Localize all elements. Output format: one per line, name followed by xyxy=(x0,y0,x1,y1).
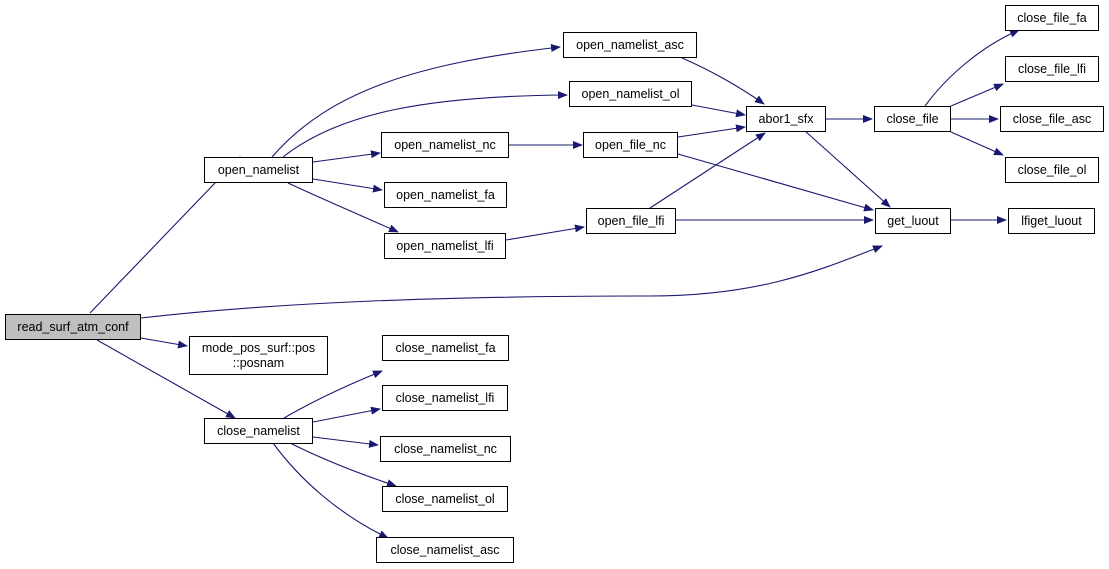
node-close-file[interactable]: close_file xyxy=(874,106,951,132)
node-close-namelist[interactable]: close_namelist xyxy=(204,418,313,444)
node-label: open_file_lfi xyxy=(597,213,665,228)
node-label-line-1: mode_pos_surf::pos xyxy=(201,340,316,355)
node-label: abor1_sfx xyxy=(758,111,814,126)
node-label: open_namelist_lfi xyxy=(396,238,494,253)
edge-open-namelist-to-open-namelist-nc xyxy=(312,150,381,163)
edge-open-file-nc-to-abor1-sfx xyxy=(677,124,746,138)
node-close-namelist-fa[interactable]: close_namelist_fa xyxy=(382,335,509,361)
node-label: close_namelist_fa xyxy=(395,340,496,355)
edge-open-namelist-to-open-namelist-asc xyxy=(271,44,561,158)
node-open-namelist[interactable]: open_namelist xyxy=(204,157,313,183)
node-label: open_namelist_ol xyxy=(581,86,680,101)
node-open-file-nc[interactable]: open_file_nc xyxy=(583,132,678,158)
node-label: close_namelist_asc xyxy=(390,542,500,557)
edge-read-surf-atm-conf-to-close-namelist xyxy=(96,339,236,419)
node-label: get_luout xyxy=(887,213,939,228)
edge-close-namelist-to-close-namelist-nc xyxy=(312,436,379,448)
node-label: open_namelist xyxy=(217,162,300,177)
node-close-file-lfi[interactable]: close_file_lfi xyxy=(1005,56,1099,82)
edge-open-file-nc-to-get-luout xyxy=(677,153,874,212)
node-read-surf-atm-conf[interactable]: read_surf_atm_conf xyxy=(5,314,141,340)
node-open-namelist-ol[interactable]: open_namelist_ol xyxy=(569,81,692,107)
edge-close-file-to-close-file-lfi xyxy=(950,83,1004,107)
node-open-file-lfi[interactable]: open_file_lfi xyxy=(586,208,676,234)
node-label: read_surf_atm_conf xyxy=(17,319,129,334)
node-mode-pos-surf-posnam[interactable]: mode_pos_surf::pos ::posnam xyxy=(189,336,328,375)
node-label: open_file_nc xyxy=(595,137,666,152)
edge-open-namelist-ol-to-abor1-sfx xyxy=(691,104,746,118)
node-label: open_namelist_nc xyxy=(394,137,496,152)
node-close-file-fa[interactable]: close_file_fa xyxy=(1005,5,1099,31)
edge-read-surf-atm-conf-to-open-namelist xyxy=(89,156,241,314)
node-open-namelist-lfi[interactable]: open_namelist_lfi xyxy=(384,233,506,259)
node-close-namelist-nc[interactable]: close_namelist_nc xyxy=(380,436,511,462)
node-label-line-2: ::posnam xyxy=(232,355,285,370)
node-label: close_file xyxy=(886,111,939,126)
node-label: close_file_asc xyxy=(1012,111,1092,126)
edge-read-surf-atm-conf-to-mode-pos-surf xyxy=(140,337,188,349)
edge-close-namelist-to-close-namelist-ol xyxy=(289,442,397,487)
node-label: close_namelist_nc xyxy=(394,441,497,456)
edge-close-file-to-close-file-fa xyxy=(924,29,1020,107)
node-abor1-sfx[interactable]: abor1_sfx xyxy=(746,106,826,132)
node-close-file-ol[interactable]: close_file_ol xyxy=(1005,157,1099,183)
node-get-luout[interactable]: get_luout xyxy=(875,208,951,234)
edge-close-namelist-to-close-namelist-asc xyxy=(272,442,389,539)
node-label: close_file_fa xyxy=(1017,10,1087,25)
node-label: close_namelist xyxy=(217,423,300,438)
edge-open-namelist-asc-to-abor1-sfx xyxy=(681,57,765,105)
node-close-file-asc[interactable]: close_file_asc xyxy=(1000,106,1104,132)
edge-open-namelist-to-open-namelist-fa xyxy=(312,178,383,193)
node-label: lfiget_luout xyxy=(1021,213,1082,228)
edge-open-namelist-lfi-to-open-file-lfi xyxy=(505,224,585,241)
node-open-namelist-fa[interactable]: open_namelist_fa xyxy=(384,182,507,208)
edge-close-namelist-to-close-namelist-lfi xyxy=(312,406,381,423)
node-close-namelist-asc[interactable]: close_namelist_asc xyxy=(376,537,514,563)
node-close-namelist-ol[interactable]: close_namelist_ol xyxy=(382,486,508,512)
edge-open-namelist-to-open-namelist-lfi xyxy=(287,182,399,233)
edge-close-file-to-close-file-ol xyxy=(950,131,1004,156)
edge-read-surf-atm-conf-to-get-luout xyxy=(140,245,883,319)
node-label: open_namelist_asc xyxy=(576,37,684,52)
edge-open-namelist-to-open-namelist-ol xyxy=(282,91,568,158)
edge-close-namelist-to-close-namelist-fa xyxy=(283,370,383,419)
node-label: close_namelist_ol xyxy=(395,491,495,506)
node-label: close_namelist_lfi xyxy=(395,390,495,405)
node-lfiget-luout[interactable]: lfiget_luout xyxy=(1008,208,1095,234)
node-close-namelist-lfi[interactable]: close_namelist_lfi xyxy=(382,385,508,411)
edge-abor1-sfx-to-get-luout xyxy=(804,130,891,208)
node-label: close_file_ol xyxy=(1017,162,1087,177)
node-label: open_namelist_fa xyxy=(396,187,495,202)
node-label: close_file_lfi xyxy=(1017,61,1087,76)
edge-open-file-lfi-to-abor1-sfx xyxy=(649,132,766,209)
node-open-namelist-nc[interactable]: open_namelist_nc xyxy=(381,132,509,158)
node-open-namelist-asc[interactable]: open_namelist_asc xyxy=(563,32,697,58)
